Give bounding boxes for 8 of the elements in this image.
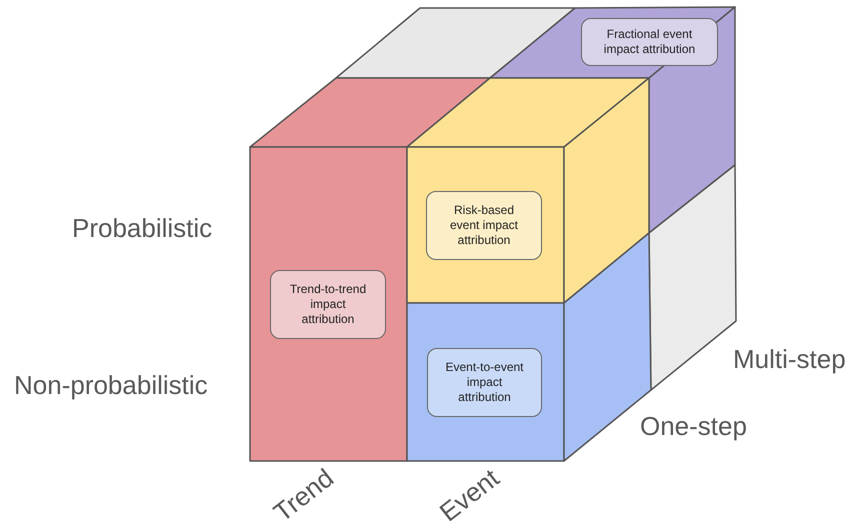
- axis-label: Probabilistic: [72, 215, 212, 241]
- attribution-box: Event-to-event impact attribution: [427, 348, 542, 417]
- attribution-box: Trend-to-trend impact attribution: [270, 270, 386, 339]
- attribution-box: Risk-based event impact attribution: [426, 191, 542, 260]
- axis-label: Multi-step: [733, 346, 846, 372]
- axis-label: Non-probabilistic: [14, 372, 208, 398]
- attribution-box: Fractional event impact attribution: [581, 18, 718, 66]
- axis-label: One-step: [640, 413, 747, 439]
